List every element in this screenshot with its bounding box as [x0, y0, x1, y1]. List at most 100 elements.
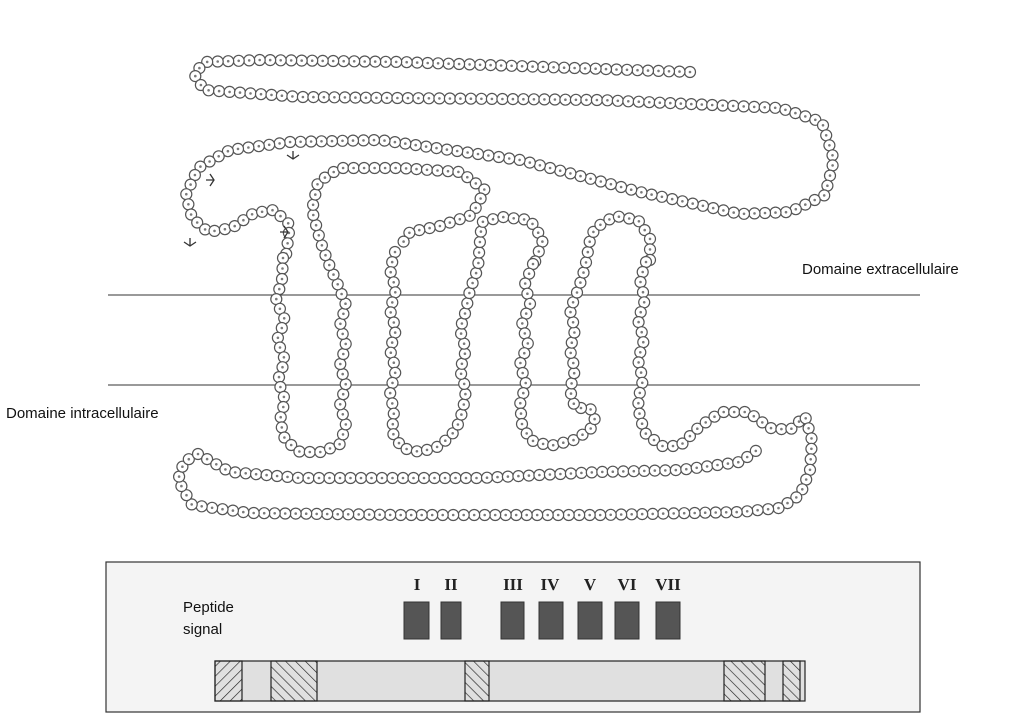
amino-acid-bead-center [341, 373, 344, 376]
glycosylation-mark [287, 151, 299, 159]
amino-acid-bead-center [283, 436, 286, 439]
amino-acid-bead-center [228, 91, 231, 94]
amino-acid-bead-center [466, 151, 469, 154]
amino-acid-bead-center [381, 477, 384, 480]
amino-acid-bead-center [804, 115, 807, 118]
amino-acid-bead-center [654, 469, 657, 472]
amino-acid-bead-center [404, 142, 407, 145]
amino-acid-bead-center [408, 232, 411, 235]
amino-acid-bead-center [273, 512, 276, 515]
amino-acid-bead-center [323, 96, 326, 99]
amino-acid-bead-center [573, 372, 576, 375]
amino-acid-bead-center [785, 211, 788, 214]
amino-acid-bead-center [370, 477, 373, 480]
amino-acid-bead-center [642, 291, 645, 294]
amino-acid-bead-center [786, 502, 789, 505]
amino-acid-bead-center [244, 472, 247, 475]
amino-acid-bead-center [831, 164, 834, 167]
amino-acid-bead-center [312, 214, 315, 217]
amino-acid-bead-center [332, 60, 335, 63]
amino-acid-bead-center [336, 513, 339, 516]
amino-acid-bead-center [315, 224, 318, 227]
amino-acid-bead-center [519, 362, 522, 365]
amino-acid-bead-center [641, 513, 644, 516]
amino-acid-bead-center [447, 170, 450, 173]
amino-acid-bead-center [716, 464, 719, 467]
amino-acid-bead-center [373, 167, 376, 170]
amino-acid-bead-center [532, 263, 535, 266]
amino-acid-bead-center [523, 352, 526, 355]
amino-acid-bead-center [531, 223, 534, 226]
amino-acid-bead-center [418, 229, 421, 232]
amino-acid-bead-center [314, 193, 317, 196]
amino-acid-bead-center [289, 141, 292, 144]
amino-acid-bead-center [487, 154, 490, 157]
amino-acid-bead-center [290, 444, 293, 447]
amino-acid-bead-center [813, 199, 816, 202]
amino-acid-bead-center [525, 312, 528, 315]
amino-acid-bead-center [196, 221, 199, 224]
glycosylation-mark [206, 174, 214, 186]
amino-acid-bead-center [639, 311, 642, 314]
amino-acid-bead-center [589, 178, 592, 181]
amino-acid-bead-center [575, 99, 578, 102]
amino-acid-bead-center [552, 66, 555, 69]
tm-box-1 [404, 602, 429, 639]
amino-acid-bead-center [570, 392, 573, 395]
amino-acid-bead-center [341, 140, 344, 143]
amino-acid-bead-center [302, 96, 305, 99]
amino-acid-bead-center [426, 169, 429, 172]
amino-acid-bead-center [321, 244, 324, 247]
amino-acid-bead-center [249, 92, 252, 95]
amino-acid-bead-center [727, 462, 730, 465]
amino-acid-bead-center [466, 176, 469, 179]
amino-acid-bead-center [414, 144, 417, 147]
amino-acid-bead-center [689, 71, 692, 74]
amino-acid-bead-center [456, 150, 459, 153]
amino-acid-bead-center [519, 402, 522, 405]
amino-acid-bead-center [630, 188, 633, 191]
amino-acid-bead-center [573, 402, 576, 405]
amino-acid-bead-center [394, 372, 397, 375]
amino-acid-bead-center [270, 94, 273, 97]
amino-acid-bead-center [610, 183, 613, 186]
amino-acid-bead-center [449, 97, 452, 100]
amino-acid-bead-center [829, 174, 832, 177]
amino-acid-bead-center [483, 514, 486, 517]
amino-acid-bead-center [460, 332, 463, 335]
amino-acid-bead-center [312, 204, 315, 207]
amino-acid-bead-center [436, 446, 439, 449]
amino-acid-bead-center [742, 105, 745, 108]
amino-acid-bead-center [281, 94, 284, 97]
amino-acid-bead-center [572, 439, 575, 442]
amino-acid-bead-center [643, 470, 646, 473]
amino-acid-bead-center [525, 432, 528, 435]
amino-acid-bead-center [454, 477, 457, 480]
amino-acid-bead-center [185, 494, 188, 497]
amino-acid-bead-center [650, 193, 653, 196]
amino-acid-bead-center [580, 407, 583, 410]
amino-acid-bead-center [426, 449, 429, 452]
amino-acid-bead-center [496, 476, 499, 479]
amino-acid-bead-center [680, 102, 683, 105]
amino-acid-bead-center [392, 433, 395, 436]
amino-acid-bead-center [278, 288, 281, 291]
amino-acid-bead-center [374, 60, 377, 63]
amino-acid-bead-center [641, 271, 644, 274]
amino-acid-bead-center [282, 257, 285, 260]
amino-acid-bead-center [457, 423, 460, 426]
amino-acid-bead-center [526, 292, 529, 295]
amino-acid-bead-center [224, 228, 227, 231]
amino-acid-bead-center [546, 514, 549, 517]
amino-acid-bead-center [572, 362, 575, 365]
amino-acid-bead-center [542, 443, 545, 446]
amino-acid-bead-center [801, 488, 804, 491]
amino-acid-bead-center [508, 157, 511, 160]
amino-acid-bead-center [247, 146, 250, 149]
amino-acid-bead-center [224, 468, 227, 471]
tm-box-2 [441, 602, 461, 639]
amino-acid-bead-center [298, 450, 301, 453]
amino-acid-bead-center [831, 154, 834, 157]
amino-acid-bead-center [474, 207, 477, 210]
amino-acid-bead-center [204, 228, 207, 231]
